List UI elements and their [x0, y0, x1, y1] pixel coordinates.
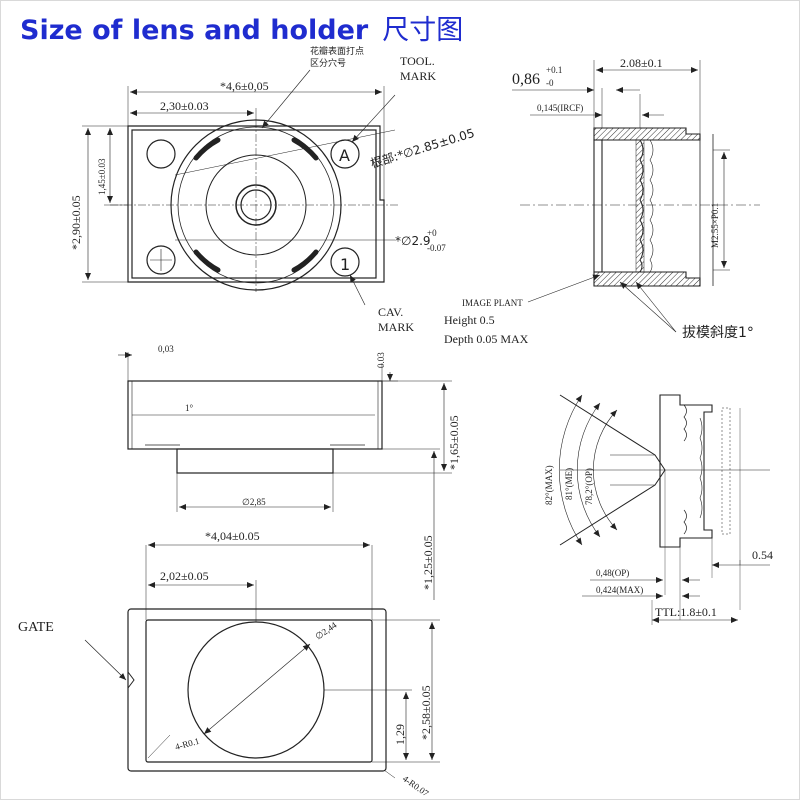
tool-mark-label-1: TOOL. [400, 54, 435, 68]
fov-view [559, 394, 770, 625]
tool-mark-letter: A [339, 146, 350, 165]
ttl-label: TTL:1.8±0.1 [655, 605, 717, 619]
bottom-circle-dia: ∅2,44 [313, 620, 338, 642]
corner-hole-bl [146, 245, 176, 275]
lens-bottom-flange [593, 271, 701, 287]
bore-tol-dn: -0.07 [427, 243, 446, 253]
note-cn-1: 花瓣表面打点 [310, 45, 364, 57]
gate-label: GATE [18, 620, 54, 635]
bottom-view-inner [145, 619, 373, 763]
bottom-half-width-dim: 2,02±0.05 [160, 569, 209, 583]
fov-barrel [659, 394, 713, 548]
corner-hole-tl [146, 139, 176, 169]
top-offset-dim: 1,45±0.03 [97, 158, 107, 195]
cav-mark-number: 1 [340, 255, 350, 274]
side-gap-v-dim: 0.03 [376, 352, 386, 368]
side-view [118, 352, 452, 600]
cav-mark-label-1: CAV. [378, 305, 403, 319]
draft-angle: 拔模斜度1° [682, 325, 754, 341]
bfl-max-label: 0,424(MAX) [596, 585, 643, 595]
lens-thickness-up: +0.1 [546, 65, 562, 75]
top-view-inner-outline [131, 129, 377, 279]
chamfer-outer: 4-R0.07 [401, 773, 431, 798]
bottom-offset-dim: 1,29 [393, 724, 407, 745]
bottom-view [84, 542, 440, 779]
lens-section [512, 60, 760, 333]
title-cn: 尺寸图 [382, 15, 464, 46]
side-base-dia: ∅2,85 [242, 497, 266, 507]
bore-tol-up: +0 [427, 228, 437, 238]
cav-mark-circle [330, 247, 360, 277]
bottom-width-dim: *4,04±0.05 [205, 529, 260, 543]
side-height-dim: *1,65±0.05 [447, 415, 461, 470]
fov-arc-me [577, 402, 601, 538]
top-height-dim: *2,90±0.05 [69, 195, 83, 250]
side-gap-dim: 0,03 [158, 344, 174, 354]
side-view-base [176, 448, 334, 474]
top-width-dim: *4,6±0,05 [220, 79, 269, 93]
gate-notch [127, 671, 135, 689]
lens-ircf: 0,145(IRCF) [537, 103, 583, 113]
image-plant-depth: Depth 0.05 MAX [444, 332, 529, 346]
fov-op-label: 78,2°(OP) [584, 468, 594, 505]
lens-width-dim: 2.08±0.1 [620, 56, 663, 70]
fov-max-label: 82°(MAX) [544, 465, 554, 505]
lens-barrel-left [593, 139, 603, 273]
lens-top-flange [593, 127, 701, 141]
root-diameter-dim: 根部:*∅2.85±0.05 [368, 125, 476, 171]
page-title: Size of lens and holder 尺寸图 [20, 8, 463, 47]
tool-mark-label-2: MARK [400, 69, 436, 83]
flange-label: 0.54 [752, 548, 773, 562]
top-half-width-dim: 2,30±0.03 [160, 99, 209, 113]
lens-thickness-dim: 0,86 [512, 71, 540, 88]
cav-mark-label-2: MARK [378, 320, 414, 334]
bfl-op-label: 0,48(OP) [596, 568, 629, 578]
top-view [82, 69, 400, 306]
side-angle: 1° [185, 403, 194, 413]
title-text: Size of lens and holder [20, 15, 369, 46]
image-plant-height: Height 0.5 [444, 313, 495, 327]
fov-arc-max [559, 394, 583, 546]
lens-thread-spec: M2.55×P0.1 [710, 203, 720, 248]
fov-arc-op [593, 409, 618, 531]
side-step-dim: *1,25±0.05 [421, 535, 435, 590]
chamfer-inner: 4-R0.1 [174, 736, 200, 752]
bore-diameter-dim: *∅2.9 [395, 234, 431, 248]
fov-me-label: 81°(ME) [564, 468, 574, 500]
note-cn-2: 区分穴号 [310, 57, 346, 69]
lens-thickness-dn: -0 [546, 78, 554, 88]
image-plant-label: IMAGE PLANT [462, 298, 523, 308]
bottom-height-dim: *2,58±0.05 [419, 685, 433, 740]
